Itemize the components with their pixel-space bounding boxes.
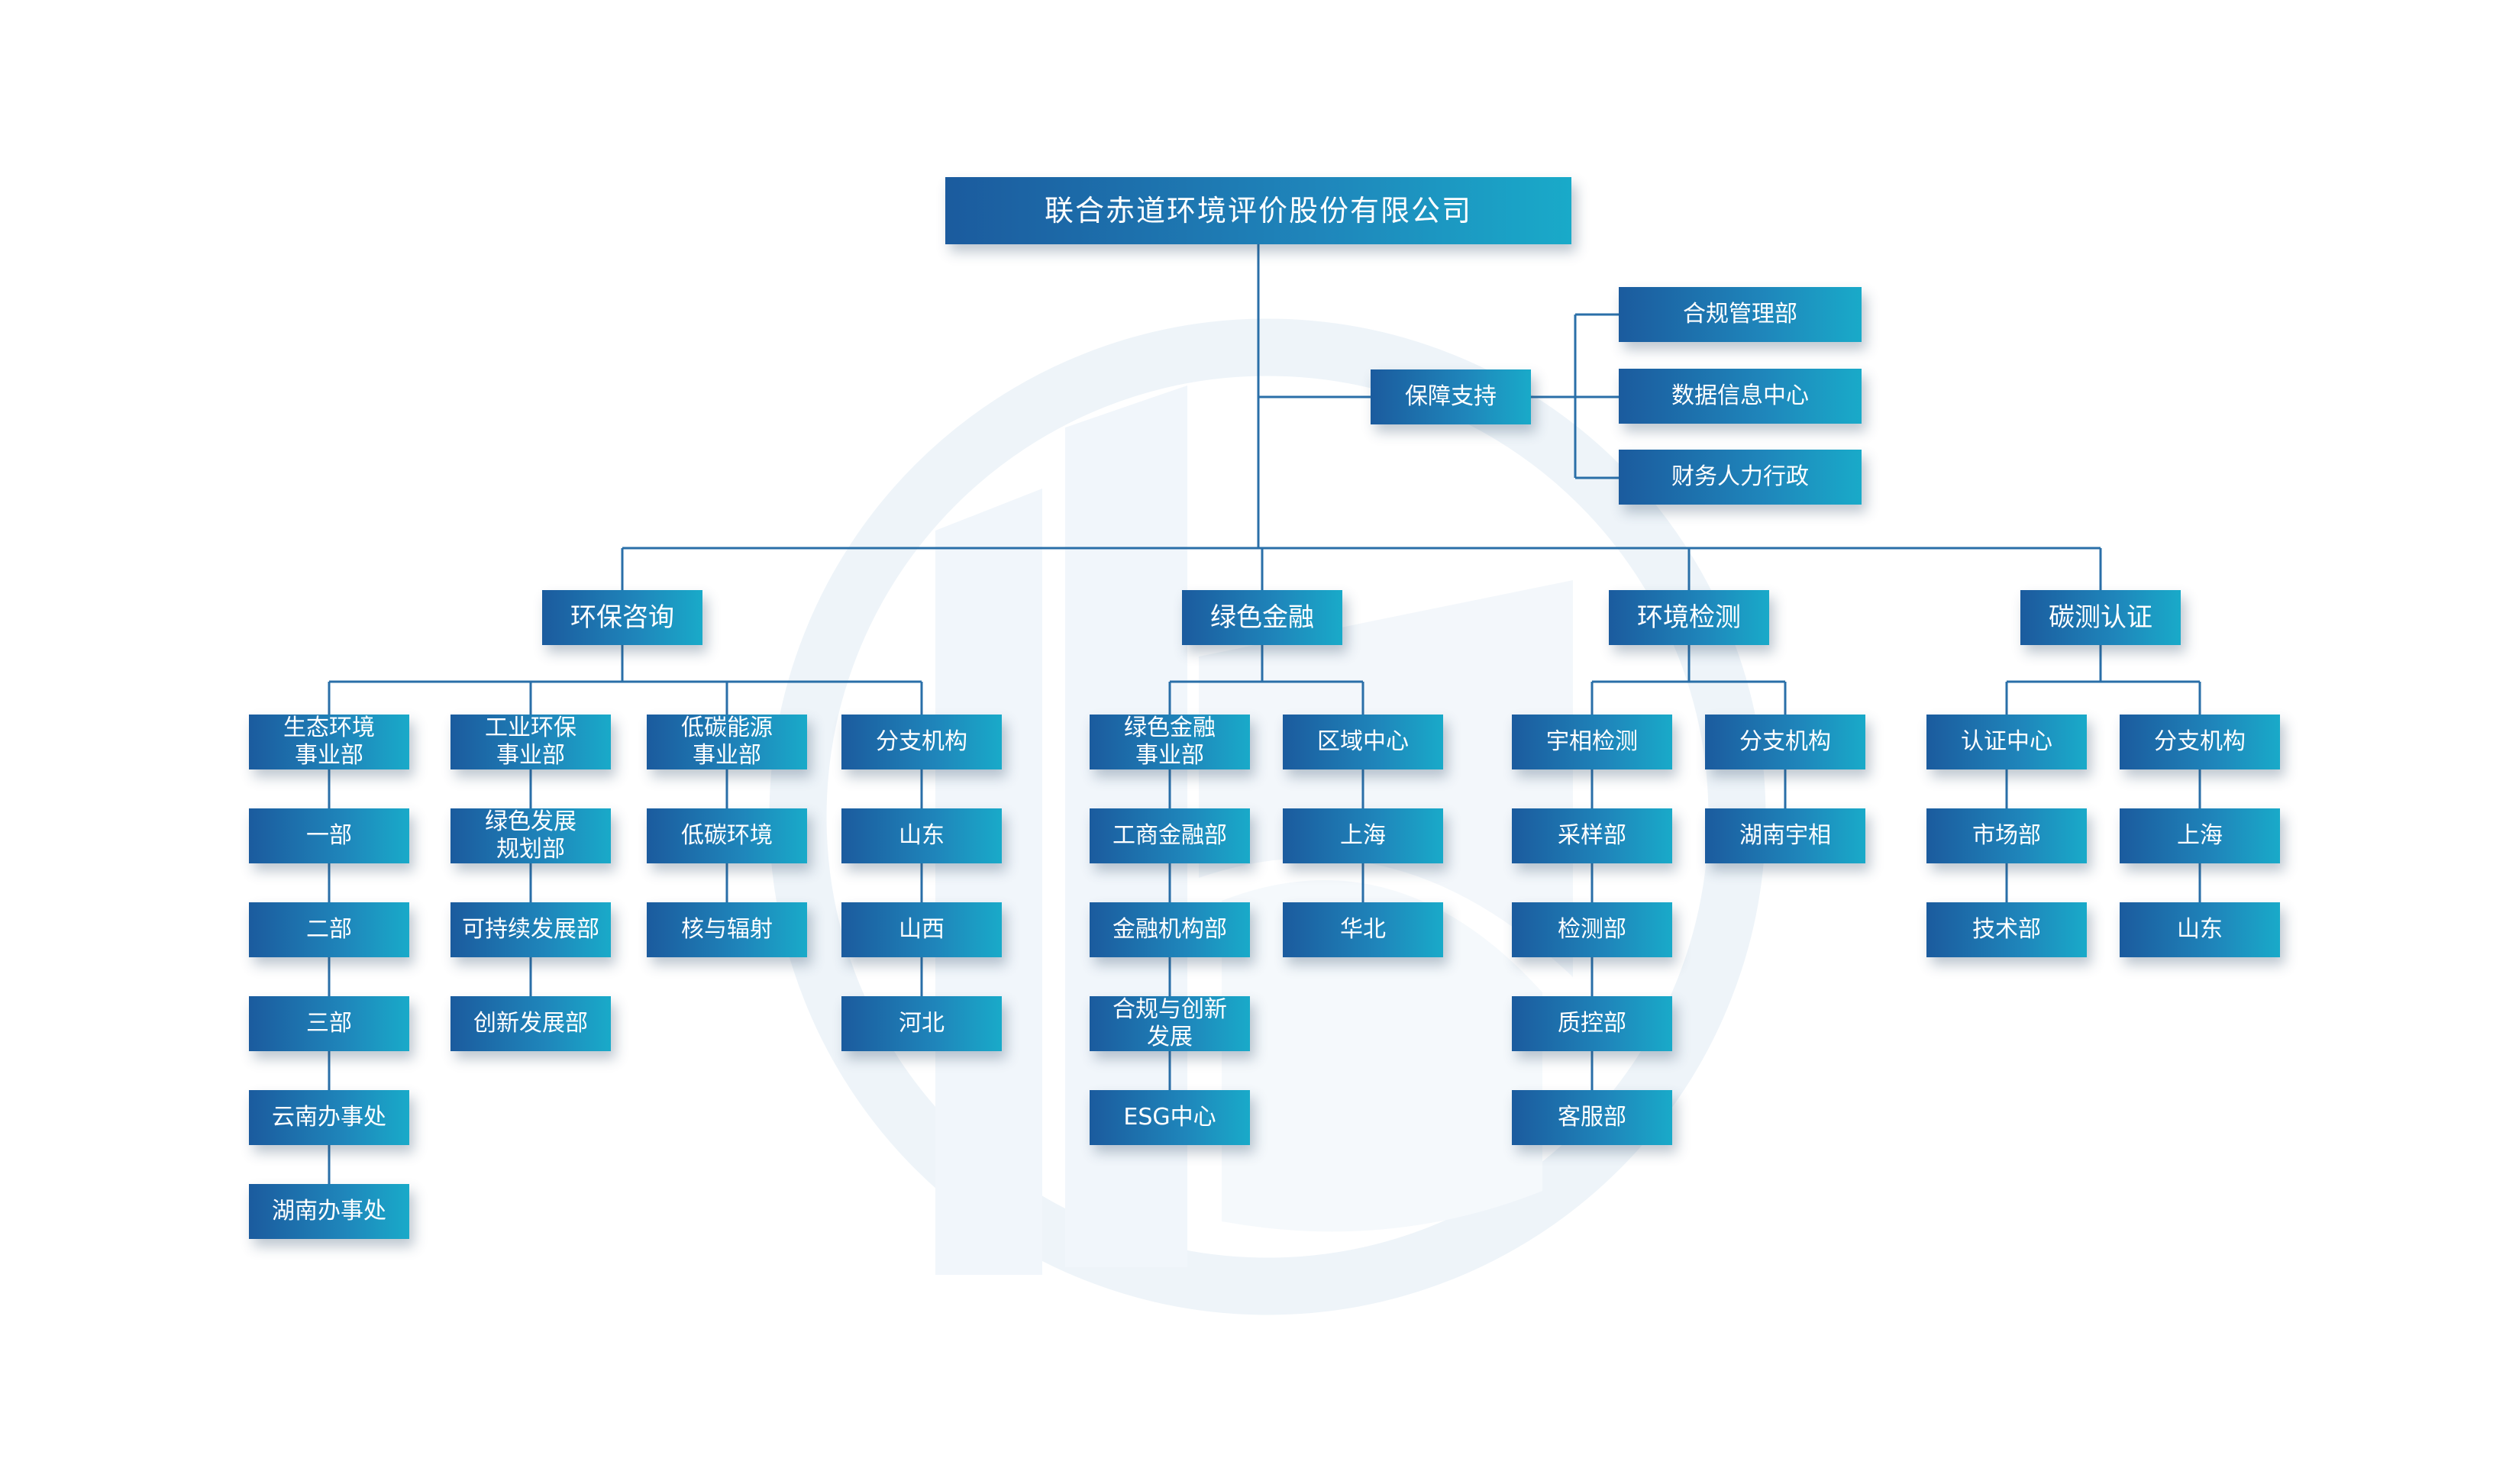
leaf-label: 河北	[899, 1010, 945, 1037]
leaf-label: 质控部	[1558, 1010, 1626, 1037]
leaf-label: 云南办事处	[272, 1104, 386, 1131]
unit-eco-env[interactable]: 生态环境 事业部	[249, 715, 409, 769]
root-company-label: 联合赤道环境评价股份有限公司	[1044, 194, 1472, 227]
leaf-compliance-innovation[interactable]: 合规与创新 发展	[1090, 996, 1250, 1051]
leaf-north-china[interactable]: 华北	[1283, 902, 1443, 957]
division-env-consulting[interactable]: 环保咨询	[542, 590, 702, 645]
division-label: 绿色金融	[1210, 602, 1314, 633]
unit-branches-testing[interactable]: 分支机构	[1705, 715, 1865, 769]
leaf-label: 检测部	[1558, 916, 1626, 943]
leaf-label: 山西	[899, 916, 945, 943]
unit-label: 低碳能源 事业部	[681, 715, 773, 769]
leaf-label: 华北	[1340, 916, 1386, 943]
leaf-sampling[interactable]: 采样部	[1512, 808, 1672, 863]
leaf-label: 创新发展部	[473, 1010, 588, 1037]
support-item-label: 合规管理部	[1683, 301, 1797, 327]
leaf-label: 上海	[2177, 822, 2223, 849]
leaf-label: 工商金融部	[1113, 822, 1227, 849]
leaf-technology[interactable]: 技术部	[1926, 902, 2087, 957]
leaf-label: 低碳环境	[681, 822, 773, 849]
leaf-label: 湖南宇相	[1739, 822, 1831, 849]
leaf-label: 金融机构部	[1113, 916, 1227, 943]
leaf-sustainability[interactable]: 可持续发展部	[450, 902, 611, 957]
leaf-label: 合规与创新 发展	[1113, 996, 1227, 1050]
division-carbon-certification[interactable]: 碳测认证	[2020, 590, 2181, 645]
division-env-testing[interactable]: 环境检测	[1609, 590, 1769, 645]
leaf-label: 上海	[1340, 822, 1386, 849]
unit-yuxiang-testing[interactable]: 宇相检测	[1512, 715, 1672, 769]
leaf-hunan-yuxiang[interactable]: 湖南宇相	[1705, 808, 1865, 863]
leaf-dept-2[interactable]: 二部	[249, 902, 409, 957]
unit-label: 生态环境 事业部	[283, 715, 375, 769]
leaf-customer-service[interactable]: 客服部	[1512, 1090, 1672, 1145]
leaf-low-carbon-env[interactable]: 低碳环境	[647, 808, 807, 863]
division-label: 环保咨询	[570, 602, 674, 633]
leaf-dept-3[interactable]: 三部	[249, 996, 409, 1051]
leaf-shanxi[interactable]: 山西	[841, 902, 1002, 957]
unit-industrial-env[interactable]: 工业环保 事业部	[450, 715, 611, 769]
leaf-label: 核与辐射	[681, 916, 773, 943]
leaf-nuclear-radiation[interactable]: 核与辐射	[647, 902, 807, 957]
leaf-label: 山东	[2177, 916, 2223, 943]
support-item-data-center[interactable]: 数据信息中心	[1619, 369, 1862, 424]
leaf-shanghai-carbon[interactable]: 上海	[2120, 808, 2280, 863]
leaf-label: 山东	[899, 822, 945, 849]
unit-label: 分支机构	[1739, 728, 1831, 755]
unit-label: 宇相检测	[1546, 728, 1638, 755]
leaf-label: 技术部	[1972, 916, 2041, 943]
leaf-label: ESG中心	[1123, 1104, 1216, 1131]
unit-label: 分支机构	[876, 728, 967, 755]
leaf-marketing[interactable]: 市场部	[1926, 808, 2087, 863]
support-item-compliance[interactable]: 合规管理部	[1619, 287, 1862, 342]
division-green-finance[interactable]: 绿色金融	[1182, 590, 1342, 645]
leaf-label: 三部	[306, 1010, 352, 1037]
leaf-esg-center[interactable]: ESG中心	[1090, 1090, 1250, 1145]
leaf-label: 湖南办事处	[272, 1198, 386, 1224]
support-item-label: 财务人力行政	[1671, 463, 1809, 490]
leaf-shanghai[interactable]: 上海	[1283, 808, 1443, 863]
root-company-box[interactable]: 联合赤道环境评价股份有限公司	[945, 177, 1571, 244]
leaf-innovation[interactable]: 创新发展部	[450, 996, 611, 1051]
unit-green-finance[interactable]: 绿色金融 事业部	[1090, 715, 1250, 769]
support-label: 保障支持	[1405, 383, 1497, 410]
unit-regional-center[interactable]: 区域中心	[1283, 715, 1443, 769]
unit-label: 分支机构	[2154, 728, 2246, 755]
leaf-label: 二部	[306, 916, 352, 943]
unit-low-carbon-energy[interactable]: 低碳能源 事业部	[647, 715, 807, 769]
leaf-quality-control[interactable]: 质控部	[1512, 996, 1672, 1051]
leaf-commercial-finance[interactable]: 工商金融部	[1090, 808, 1250, 863]
unit-branches-carbon[interactable]: 分支机构	[2120, 715, 2280, 769]
leaf-label: 市场部	[1972, 822, 2041, 849]
leaf-label: 采样部	[1558, 822, 1626, 849]
leaf-hebei[interactable]: 河北	[841, 996, 1002, 1051]
support-item-finance-hr[interactable]: 财务人力行政	[1619, 450, 1862, 505]
division-label: 环境检测	[1637, 602, 1741, 633]
leaf-label: 绿色发展 规划部	[485, 808, 576, 863]
support-item-label: 数据信息中心	[1671, 382, 1809, 409]
leaf-testing[interactable]: 检测部	[1512, 902, 1672, 957]
unit-certification-center[interactable]: 认证中心	[1926, 715, 2087, 769]
leaf-yunnan-office[interactable]: 云南办事处	[249, 1090, 409, 1145]
leaf-shandong[interactable]: 山东	[841, 808, 1002, 863]
unit-label: 认证中心	[1961, 728, 2052, 755]
support-box[interactable]: 保障支持	[1371, 369, 1531, 424]
unit-branches-consulting[interactable]: 分支机构	[841, 715, 1002, 769]
leaf-financial-institutions[interactable]: 金融机构部	[1090, 902, 1250, 957]
unit-label: 工业环保 事业部	[485, 715, 576, 769]
leaf-hunan-office[interactable]: 湖南办事处	[249, 1184, 409, 1239]
unit-label: 绿色金融 事业部	[1124, 715, 1216, 769]
leaf-label: 客服部	[1558, 1104, 1626, 1131]
leaf-green-planning[interactable]: 绿色发展 规划部	[450, 808, 611, 863]
leaf-dept-1[interactable]: 一部	[249, 808, 409, 863]
division-label: 碳测认证	[2049, 602, 2152, 633]
unit-label: 区域中心	[1317, 728, 1409, 755]
leaf-shandong-carbon[interactable]: 山东	[2120, 902, 2280, 957]
leaf-label: 可持续发展部	[462, 916, 599, 943]
leaf-label: 一部	[306, 822, 352, 849]
